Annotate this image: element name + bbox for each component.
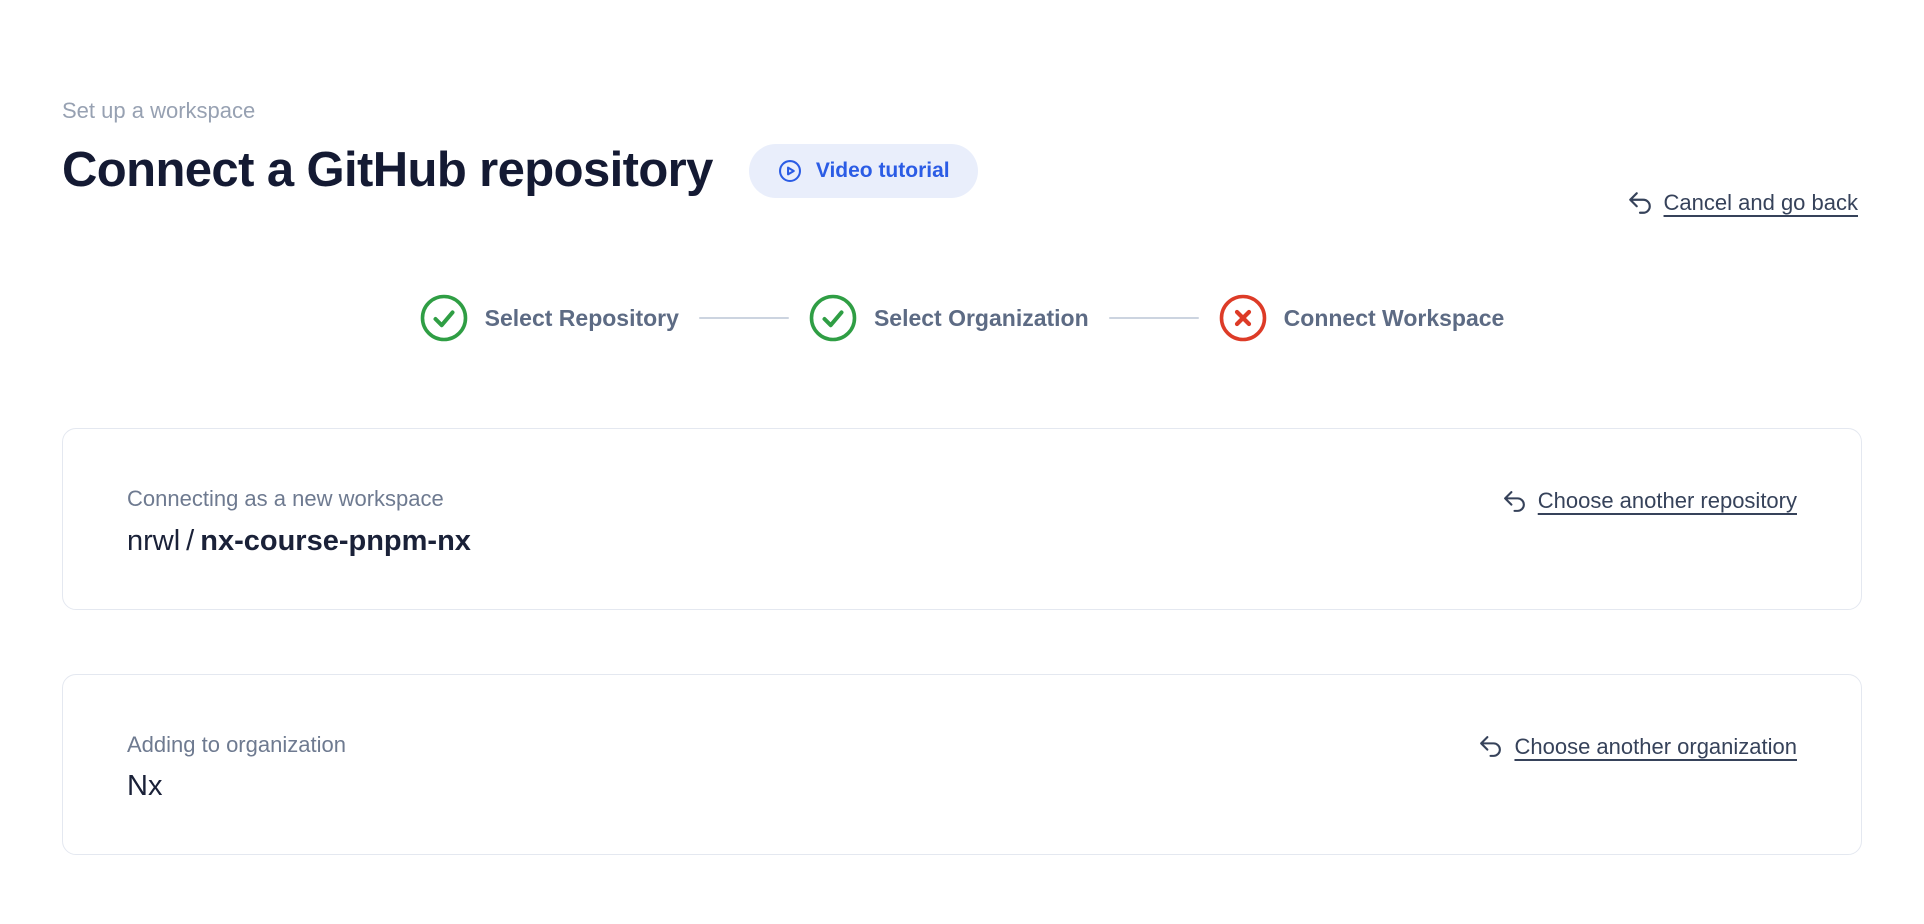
video-tutorial-button[interactable]: Video tutorial	[748, 144, 978, 199]
undo-icon	[1627, 190, 1653, 216]
title-row: Connect a GitHub repository Video tutori…	[62, 143, 1862, 199]
undo-icon	[1478, 734, 1503, 759]
check-circle-icon	[420, 295, 467, 342]
repository-card: Connecting as a new workspace nrwl/nx-co…	[62, 428, 1862, 610]
check-circle-icon	[809, 295, 857, 342]
organization-card-info: Adding to organization Nx	[127, 731, 346, 804]
repository-name: nrwl/nx-course-pnpm-nx	[127, 524, 471, 559]
choose-another-repository-link[interactable]: Choose another repository	[1502, 488, 1797, 514]
x-circle-icon	[1219, 295, 1266, 342]
organization-card: Adding to organization Nx Choose another…	[62, 673, 1862, 855]
step-select-repository: Select Repository	[420, 294, 679, 342]
play-circle-icon	[777, 158, 803, 184]
stepper-connector	[698, 317, 789, 320]
choose-another-organization-link[interactable]: Choose another organization	[1478, 734, 1797, 760]
step-label: Select Organization	[873, 304, 1089, 331]
eyebrow-text: Set up a workspace	[62, 98, 256, 123]
repository-owner: nrwl	[127, 524, 181, 557]
stepper-connector	[1108, 317, 1199, 320]
step-label: Select Repository	[484, 304, 679, 331]
choose-another-repository-label: Choose another repository	[1537, 488, 1797, 514]
cancel-link-label: Cancel and go back	[1663, 190, 1858, 215]
cancel-and-go-back-link[interactable]: Cancel and go back	[1627, 190, 1858, 216]
organization-card-label: Adding to organization	[127, 731, 346, 757]
step-connect-workspace: Connect Workspace	[1219, 294, 1505, 342]
page-title: Connect a GitHub repository	[62, 143, 713, 198]
repository-slug: nx-course-pnpm-nx	[200, 524, 471, 557]
setup-workspace-page: Cancel and go back Set up a workspace Co…	[0, 98, 1924, 924]
repository-card-label: Connecting as a new workspace	[127, 486, 444, 512]
stepper: Select Repository Select Organization Co…	[62, 294, 1862, 342]
organization-name: Nx	[127, 770, 163, 803]
repository-separator: /	[186, 524, 195, 557]
step-select-organization: Select Organization	[809, 294, 1089, 342]
video-tutorial-label: Video tutorial	[815, 159, 950, 183]
undo-icon	[1502, 489, 1527, 514]
step-label: Connect Workspace	[1283, 304, 1505, 331]
repository-card-info: Connecting as a new workspace nrwl/nx-co…	[127, 485, 471, 558]
choose-another-organization-label: Choose another organization	[1514, 733, 1797, 759]
